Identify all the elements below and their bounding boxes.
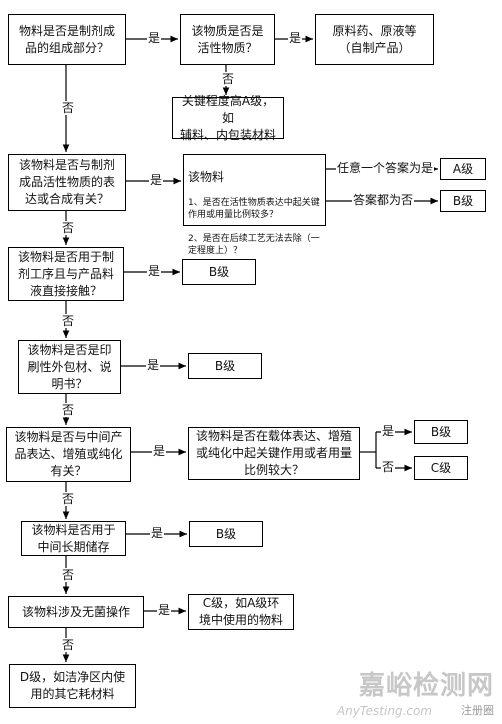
label-no-8: 否: [61, 568, 76, 582]
result-critical-a: 关键程度高A级，如 辅料、内包装材料: [172, 94, 284, 142]
label-no-4: 否: [61, 314, 76, 328]
question-carrier-expression: 该物料是否在载体表达、增殖 或纯化中起关键作用或者用量 比例较大？: [188, 427, 360, 480]
sub-criteria-title: 该物料: [188, 170, 225, 184]
sub-criteria-line-2: 2、是否在后续工艺无法去除（一定程度上）？: [188, 234, 320, 256]
question-finished-component: 物料是否是制剂成 品的组成部分？: [8, 14, 126, 65]
watermark-tag: 注册圈: [461, 704, 494, 717]
result-api-raw: 原料药、原液等 （自制产品）: [315, 14, 434, 65]
grade-a-box: A级: [440, 158, 486, 180]
label-no-9: 否: [61, 638, 76, 652]
grade-c-box: C级: [414, 456, 468, 480]
grade-b-box-5: B级: [189, 521, 263, 547]
label-no-6: 否: [381, 460, 396, 474]
question-active-expression: 该物料是否与制剂 成品活性物质的表 达或合成有关？: [8, 154, 126, 211]
label-no-3: 否: [61, 221, 76, 235]
label-yes-6: 是: [152, 444, 167, 458]
question-active-substance: 该物质是否是 活性物质？: [180, 14, 275, 65]
watermark-site: AnyTesting.com: [336, 704, 432, 718]
label-yes-5: 是: [146, 358, 161, 372]
label-all-no: 答案都为否: [352, 193, 415, 207]
label-yes-8: 是: [150, 526, 165, 540]
grade-d-box: D级，如洁净区内使 用的其它耗材料: [9, 664, 136, 708]
grade-c-aseptic-box: C级，如A级环 境中使用的物料: [188, 594, 294, 630]
label-no-5: 否: [61, 403, 76, 417]
grade-b-box-1: B级: [440, 190, 486, 212]
grade-b-box-3: B级: [188, 353, 262, 379]
question-intermediate-expression: 该物料是否与中间产 品表达、增殖或纯化 有关？: [6, 427, 131, 482]
question-printed-packaging: 该物料是否是印 刷性外包材、说 明书？: [18, 340, 121, 394]
label-yes-2: 是: [288, 31, 303, 45]
question-long-storage: 该物料是否用于 中间长期储存: [21, 521, 126, 556]
label-yes-9: 是: [157, 603, 172, 617]
label-yes-3: 是: [149, 173, 164, 187]
question-process-contact: 该物料是否用于制 剂工序且与产品料 液直接接触？: [8, 247, 124, 301]
label-no-7: 否: [61, 492, 76, 506]
sub-criteria-line-1: 1、是否在活性物质表达中起关键作用或用量比例较多？: [188, 198, 320, 220]
label-no-1: 否: [221, 72, 236, 86]
label-no-2: 否: [61, 101, 76, 115]
question-aseptic: 该物料涉及无菌操作: [8, 596, 144, 628]
watermark-brand: 嘉峪检测网: [358, 671, 494, 701]
label-yes-1: 是: [147, 31, 162, 45]
label-yes-7: 是: [381, 424, 396, 438]
label-any-yes: 任意一个答案为是: [336, 161, 435, 175]
sub-criteria-box: 该物料 1、是否在活性物质表达中起关键作用或用量比例较多？ 2、是否在后续工艺无…: [183, 154, 326, 256]
label-yes-4: 是: [147, 264, 162, 278]
grade-b-box-2: B级: [182, 259, 256, 285]
grade-b-box-4: B级: [414, 420, 468, 444]
